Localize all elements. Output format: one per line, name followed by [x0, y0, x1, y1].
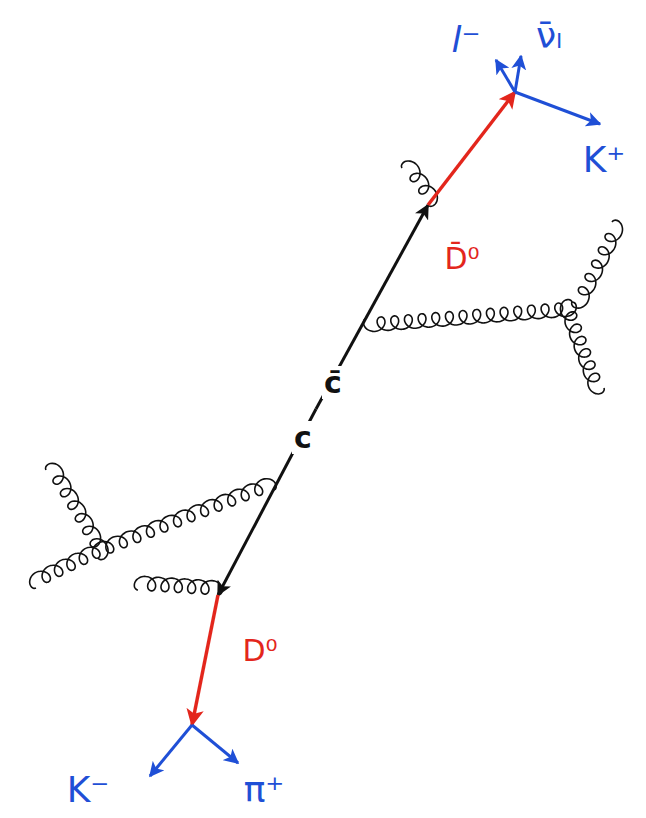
particle-label: l⁻ — [449, 20, 482, 60]
particle-label: K⁺ — [581, 140, 628, 180]
gluon — [363, 302, 576, 331]
particle-label: π⁺ — [242, 770, 287, 810]
gluon-branch — [572, 220, 623, 308]
gluon-group — [30, 161, 623, 595]
gluon-branch — [46, 463, 108, 559]
soft-gluon — [134, 576, 222, 595]
gluon — [92, 479, 276, 558]
kaon-track — [515, 92, 600, 124]
quark-label: c — [292, 421, 314, 454]
charm-quark-line — [218, 409, 316, 595]
dbar-meson-track — [428, 92, 515, 205]
particle-label: ν̄ₗ — [534, 16, 564, 56]
meson-label: D̄⁰ — [442, 242, 481, 275]
d-meson-track — [192, 595, 218, 725]
meson-label: D⁰ — [240, 634, 279, 667]
neutrino-track — [515, 56, 521, 92]
anticharm-quark-line — [316, 205, 428, 409]
particle-label: K⁻ — [65, 770, 112, 810]
lepton-track — [496, 60, 515, 92]
gluon-branch — [30, 547, 100, 588]
kaon-track — [150, 725, 192, 776]
quark-label: c̄ — [322, 366, 344, 399]
pion-track — [192, 725, 238, 763]
gluon-branch — [560, 300, 604, 394]
